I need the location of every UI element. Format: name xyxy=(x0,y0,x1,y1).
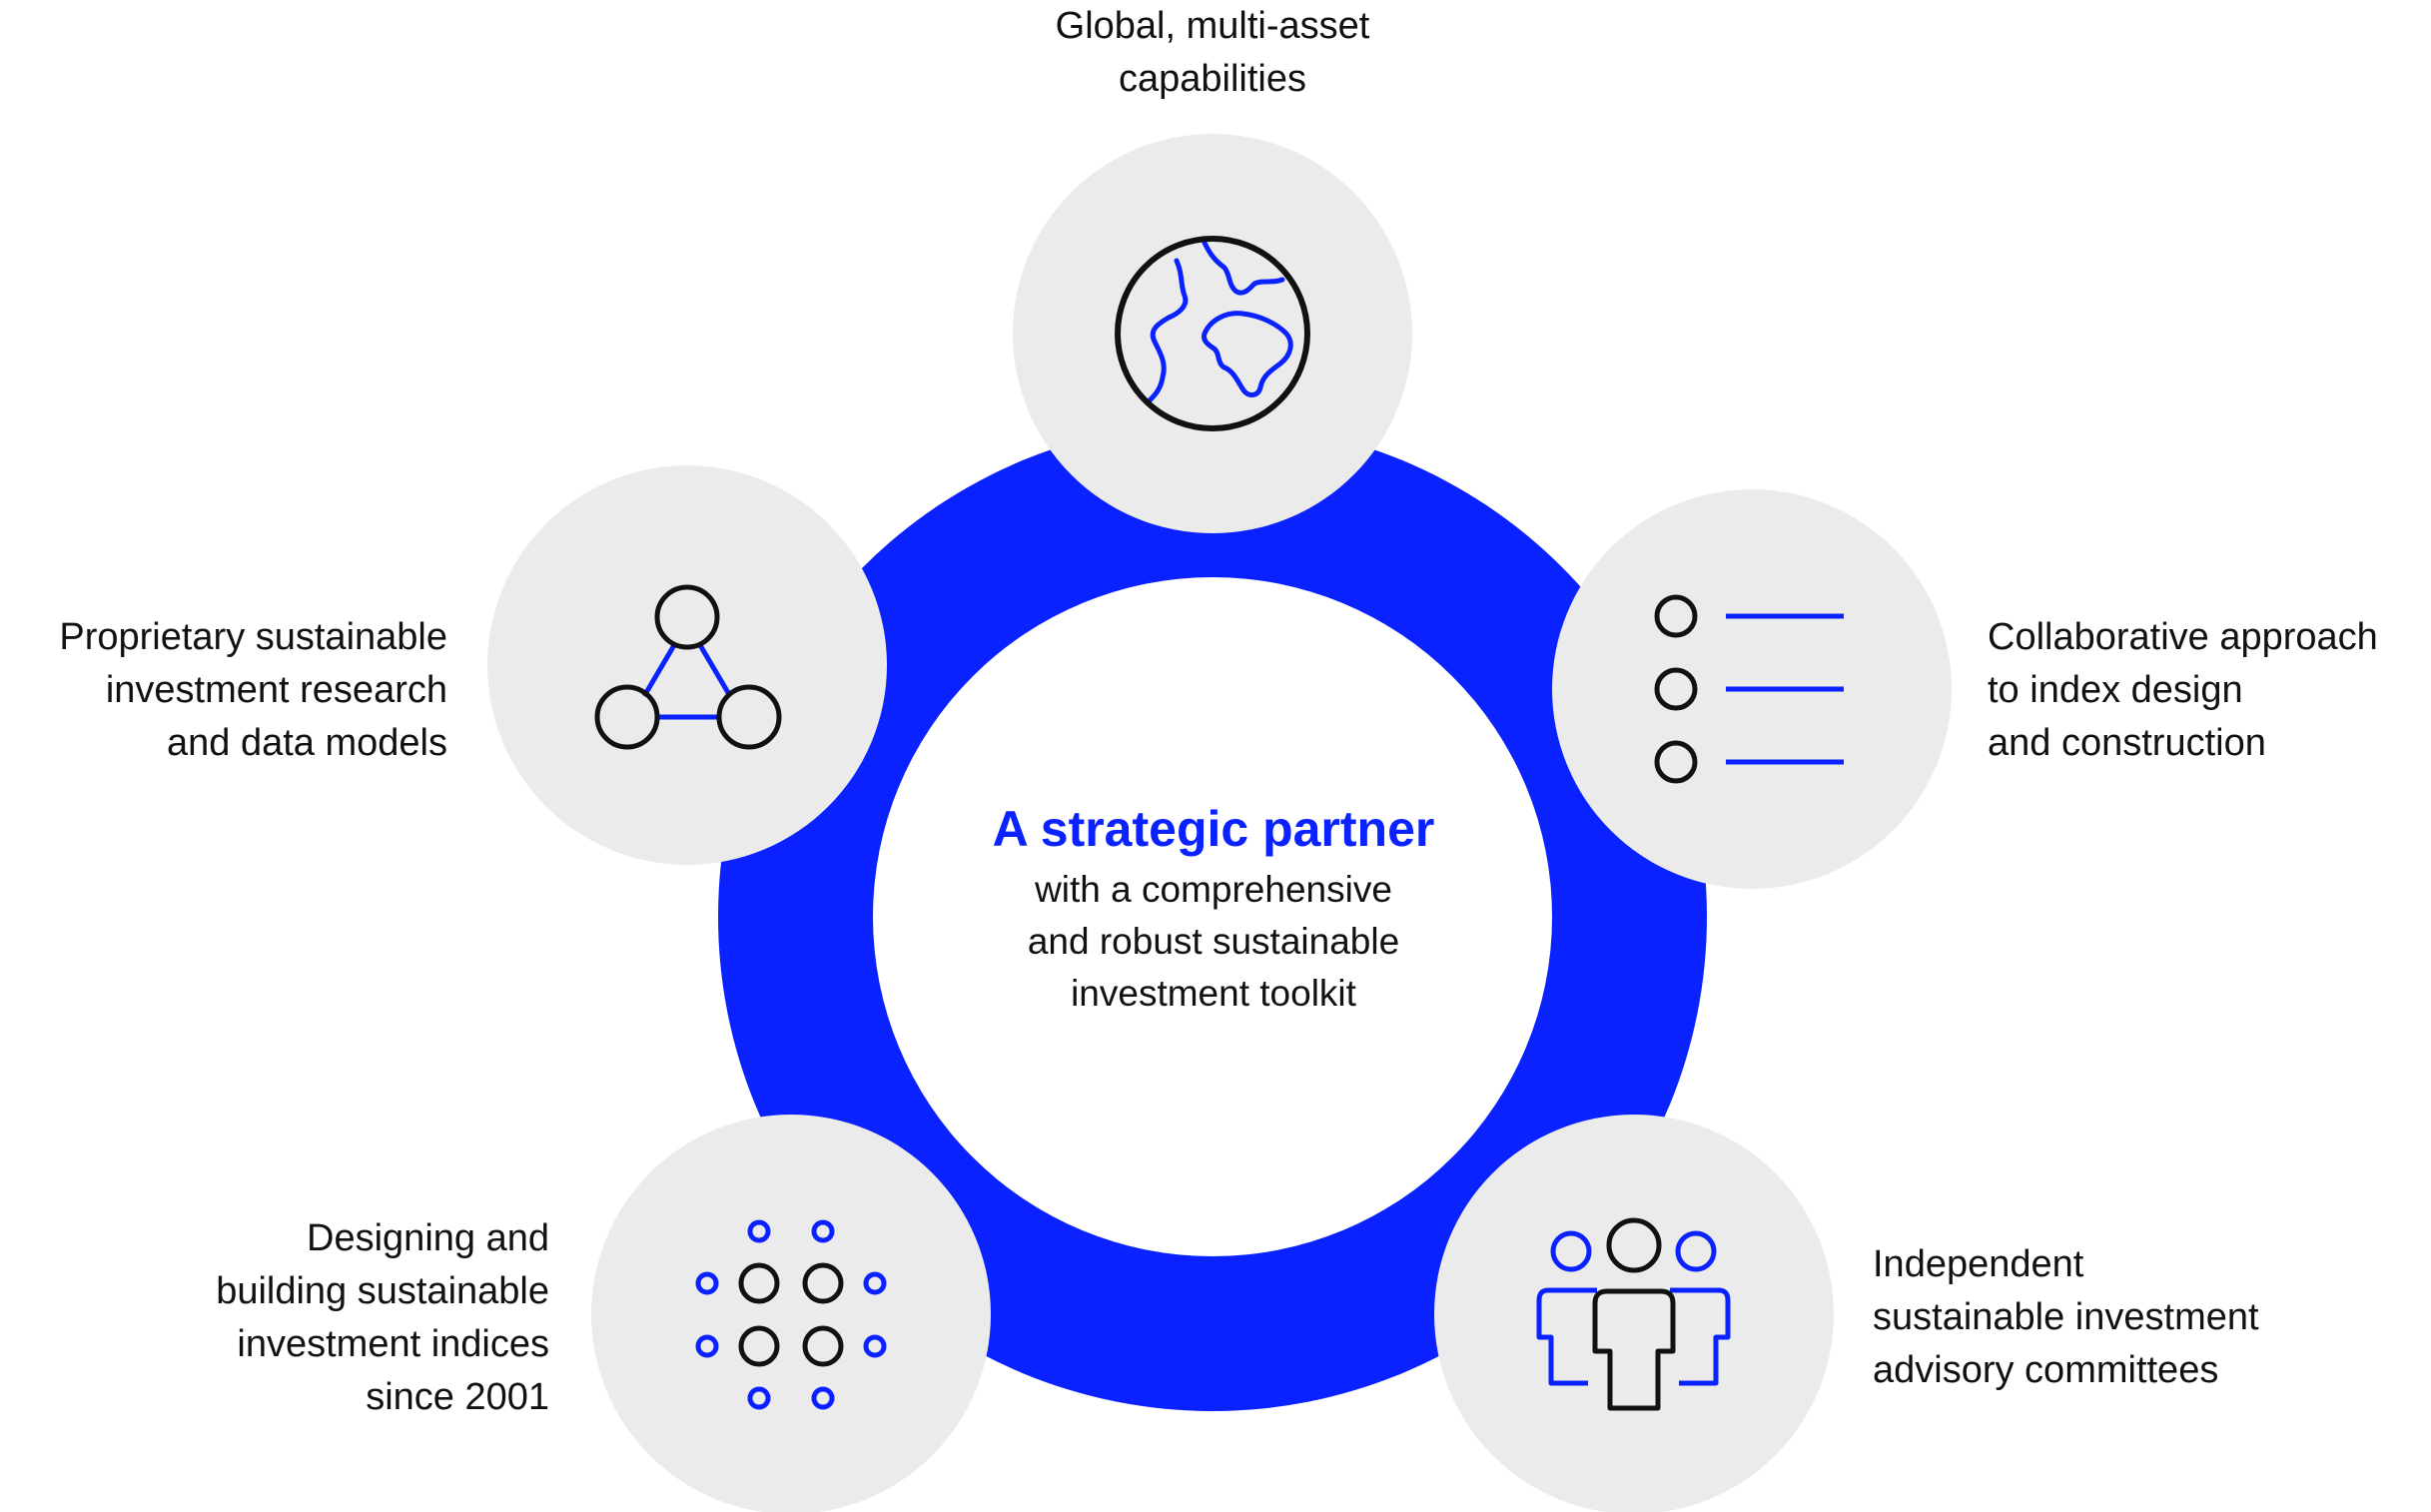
label-line: Independent xyxy=(1873,1243,2084,1285)
label-line: Collaborative approach xyxy=(1988,616,2378,658)
bubble-committees xyxy=(1434,1115,1834,1512)
label-line: since 2001 xyxy=(366,1376,549,1418)
center-subtitle-line: investment toolkit xyxy=(1071,973,1356,1014)
center-circle xyxy=(873,577,1552,1256)
center-title: A strategic partner xyxy=(992,801,1435,857)
people-group-icon xyxy=(1536,1217,1731,1411)
label-indices: Designing and building sustainable inves… xyxy=(70,1212,549,1424)
label-line: advisory committees xyxy=(1873,1349,2219,1391)
bubble-collaborative xyxy=(1552,489,1952,889)
label-line: capabilities xyxy=(1119,58,1306,100)
center-subtitle: with a comprehensive and robust sustaina… xyxy=(869,864,1558,1020)
label-line: Global, multi-asset xyxy=(1055,5,1370,47)
label-collaborative: Collaborative approach to index design a… xyxy=(1988,611,2427,770)
label-line: and data models xyxy=(167,722,447,764)
center-subtitle-line: with a comprehensive xyxy=(1035,869,1392,910)
label-line: building sustainable xyxy=(216,1270,549,1312)
label-line: investment indices xyxy=(237,1323,549,1365)
center-text: A strategic partner with a comprehensive… xyxy=(869,794,1558,1020)
label-line: sustainable investment xyxy=(1873,1296,2259,1338)
dot-grid-icon xyxy=(695,1219,887,1410)
label-global: Global, multi-asset capabilities xyxy=(913,0,1512,106)
label-research: Proprietary sustainable investment resea… xyxy=(0,611,447,770)
label-line: and construction xyxy=(1988,722,2266,764)
label-line: to index design xyxy=(1988,669,2243,711)
label-committees: Independent sustainable investment advis… xyxy=(1873,1238,2392,1397)
label-line: Proprietary sustainable xyxy=(59,616,447,658)
bubble-global xyxy=(1013,134,1412,533)
bubble-indices xyxy=(591,1115,991,1512)
label-line: Designing and xyxy=(307,1217,549,1259)
network-triangle-icon xyxy=(594,584,782,750)
globe-icon xyxy=(1115,236,1310,431)
label-line: investment research xyxy=(105,669,447,711)
bubble-research xyxy=(487,465,887,865)
checklist-icon xyxy=(1654,594,1844,784)
center-subtitle-line: and robust sustainable xyxy=(1027,921,1400,962)
